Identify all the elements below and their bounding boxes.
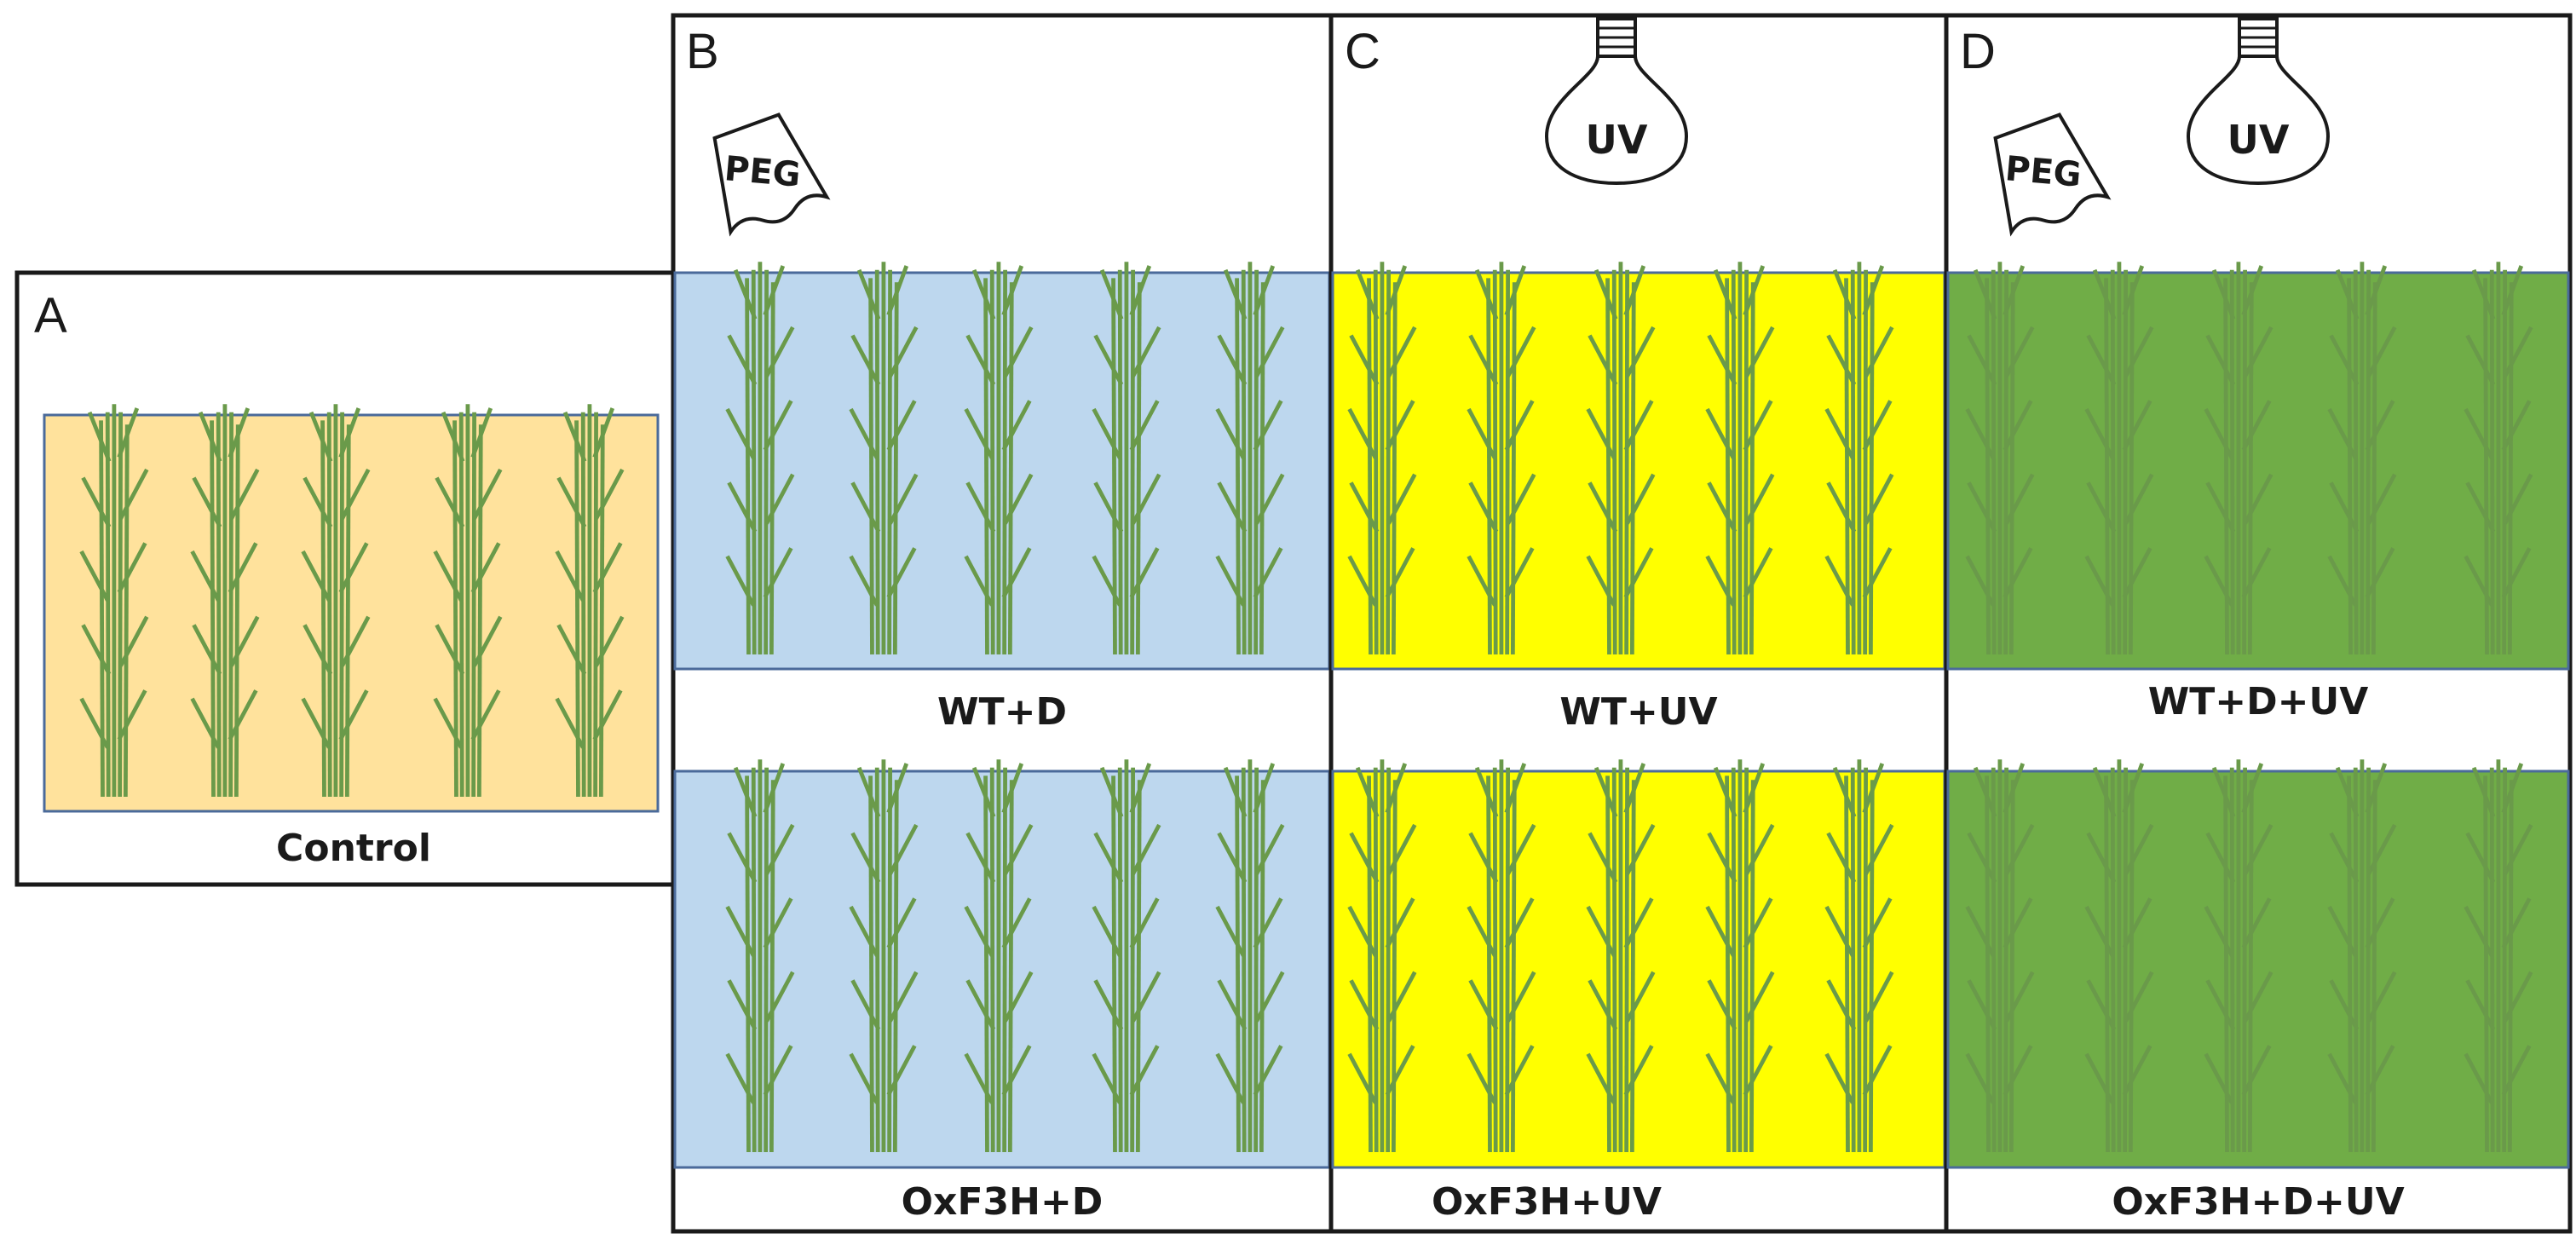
region-oxf3h-uv — [1331, 769, 1946, 1169]
peg-icon: PEG — [1993, 112, 2112, 237]
peg-icon: PEG — [712, 112, 831, 237]
label-wt-drought-uv: WT+D+UV — [2148, 680, 2369, 723]
peg-icon-text: PEG — [723, 149, 802, 195]
panel-b: B PEG WT+D OxF3H+D — [671, 13, 1334, 1234]
region-wt-drought-uv — [1946, 271, 2570, 671]
panel-d: D PEG UV WT+D+UV O — [1944, 13, 2573, 1234]
uv-bulb-text: UV — [1586, 117, 1648, 163]
label-oxf3h-drought-uv: OxF3H+D+UV — [2112, 1180, 2404, 1224]
label-oxf3h-uv: OxF3H+UV — [1432, 1180, 1662, 1224]
label-wt-drought: WT+D — [937, 690, 1067, 734]
uv-bulb-icon: UV — [1544, 17, 1689, 186]
region-wt-uv — [1331, 271, 1946, 671]
panel-c: C UV WT+UV OxF3H+UV — [1328, 13, 1949, 1234]
label-wt-uv: WT+UV — [1559, 690, 1717, 734]
control-region — [43, 413, 660, 813]
panel-a: A Control — [14, 270, 676, 887]
panel-d-letter: D — [1960, 24, 1996, 79]
panel-a-letter: A — [34, 288, 67, 343]
label-oxf3h-drought: OxF3H+D — [902, 1180, 1104, 1224]
panel-b-letter: B — [686, 24, 719, 79]
peg-icon-text: PEG — [2003, 149, 2083, 195]
panel-c-letter: C — [1345, 24, 1380, 79]
uv-bulb-icon: UV — [2186, 17, 2331, 186]
uv-bulb-text: UV — [2227, 117, 2290, 163]
control-label: Control — [276, 827, 431, 870]
region-oxf3h-drought-uv — [1946, 769, 2570, 1169]
